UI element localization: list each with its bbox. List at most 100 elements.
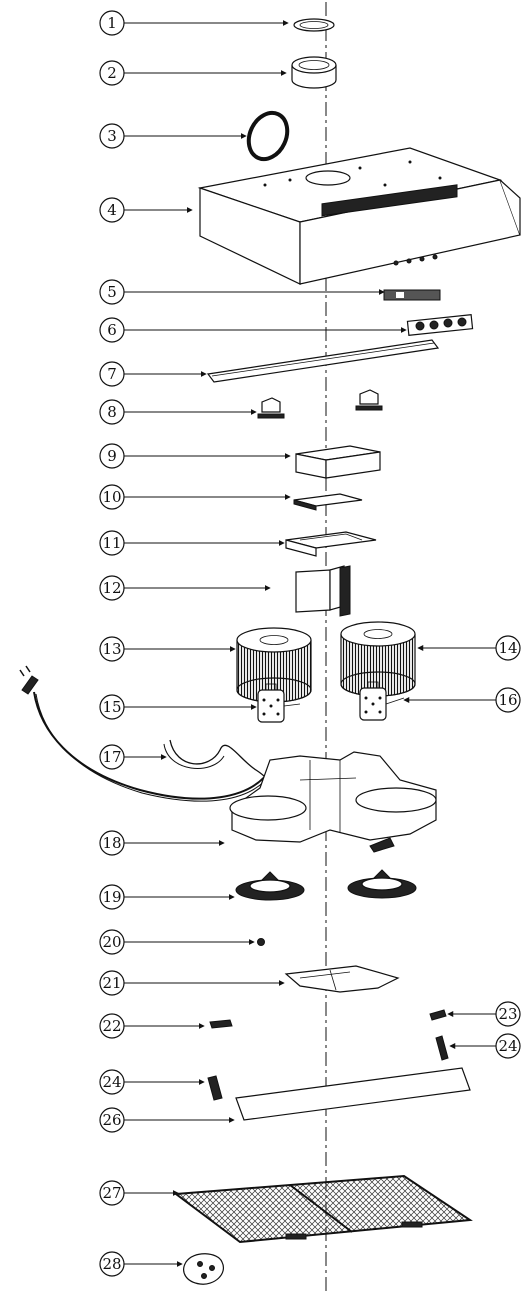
callout-7: 7 xyxy=(99,361,207,387)
callout-6: 6 xyxy=(99,317,407,343)
callout-11: 11 xyxy=(99,530,285,556)
callout-circle xyxy=(99,361,125,387)
callout-circle xyxy=(99,1069,125,1095)
callout-circle xyxy=(99,197,125,223)
callout-10: 10 xyxy=(99,484,291,510)
callout-circle xyxy=(99,830,125,856)
callout-circle xyxy=(99,10,125,36)
part-14-blower-wheel xyxy=(340,621,416,697)
callout-8: 8 xyxy=(99,399,257,425)
callout-number: 24 xyxy=(498,1037,517,1055)
callout-3: 3 xyxy=(99,123,247,149)
part-7-front-rail xyxy=(206,339,440,383)
callout-circle xyxy=(99,530,125,556)
callout-circle xyxy=(99,279,125,305)
callout-number: 28 xyxy=(102,1255,121,1273)
callout-23: 23 xyxy=(447,1001,521,1027)
callout-number: 26 xyxy=(102,1111,121,1129)
callout-number: 27 xyxy=(102,1184,121,1202)
callout-circle xyxy=(99,970,125,996)
callout-circle xyxy=(99,744,125,770)
part-28-screw-pack xyxy=(183,1253,224,1285)
callout-number: 23 xyxy=(498,1005,517,1023)
part-26-light-strip xyxy=(235,1067,471,1121)
callout-circle xyxy=(495,687,521,713)
callout-circle xyxy=(99,443,125,469)
callout-20: 20 xyxy=(99,929,255,955)
callout-number: 19 xyxy=(102,888,121,906)
callout-circle xyxy=(99,884,125,910)
part-3-gasket xyxy=(246,110,290,162)
callout-13: 13 xyxy=(99,636,236,662)
callout-circle xyxy=(99,636,125,662)
callout-circle xyxy=(99,484,125,510)
callout-number: 15 xyxy=(102,698,121,716)
callout-number: 22 xyxy=(102,1017,121,1035)
callout-15: 15 xyxy=(99,694,257,720)
part-2-collar xyxy=(291,56,337,89)
callout-number: 16 xyxy=(498,691,517,709)
callout-5: 5 xyxy=(99,279,385,305)
part-8-brackets xyxy=(257,389,383,419)
part-9-junction-box xyxy=(295,445,381,479)
part-20-screw xyxy=(257,938,265,946)
callout-number: 1 xyxy=(107,14,117,32)
callout-19: 19 xyxy=(99,884,235,910)
callout-circle xyxy=(99,575,125,601)
callout-circle xyxy=(99,694,125,720)
callout-number: 9 xyxy=(107,447,117,465)
part-6-switch-panel xyxy=(406,314,474,336)
callout-number: 3 xyxy=(107,127,117,145)
callout-circle xyxy=(99,60,125,86)
callout-number: 21 xyxy=(102,974,121,992)
callout-1: 1 xyxy=(99,10,289,36)
callout-26: 26 xyxy=(99,1107,235,1133)
part-10-cover-plate xyxy=(293,493,363,511)
callout-28: 28 xyxy=(99,1251,183,1277)
callout-number: 5 xyxy=(107,283,117,301)
part-22-clip xyxy=(209,1019,233,1029)
part-1-ring xyxy=(293,18,335,32)
callout-number: 13 xyxy=(102,640,121,658)
callout-number: 8 xyxy=(107,403,117,421)
callout-circle xyxy=(99,1013,125,1039)
part-11-tray xyxy=(285,531,377,557)
callout-number: 2 xyxy=(107,64,117,82)
callout-circle xyxy=(99,399,125,425)
callout-circle xyxy=(99,1251,125,1277)
part-27-grease-filter xyxy=(173,1174,473,1244)
callout-16: 16 xyxy=(403,687,521,713)
callout-number: 20 xyxy=(102,933,121,951)
callout-circle xyxy=(99,1180,125,1206)
callout-number: 12 xyxy=(102,579,121,597)
part-24-right-clip xyxy=(435,1035,449,1061)
part-16-motor xyxy=(359,681,405,721)
part-5-control-board xyxy=(383,289,441,301)
callout-number: 11 xyxy=(102,534,121,552)
callout-circle xyxy=(495,635,521,661)
callout-25: 24 xyxy=(99,1069,205,1095)
part-15-motor xyxy=(257,683,301,723)
callout-number: 7 xyxy=(107,365,117,383)
callout-24: 24 xyxy=(449,1033,521,1059)
callout-circle xyxy=(99,929,125,955)
part-24-left-clip xyxy=(207,1075,223,1101)
callout-number: 18 xyxy=(102,834,121,852)
callout-number: 4 xyxy=(107,201,117,219)
callout-17: 17 xyxy=(99,744,167,770)
callout-number: 14 xyxy=(498,639,517,657)
callout-14: 14 xyxy=(417,635,521,661)
callout-number: 24 xyxy=(102,1073,121,1091)
part-21-bracket-plate xyxy=(284,965,400,993)
callout-circle xyxy=(99,123,125,149)
callout-circle xyxy=(99,317,125,343)
callout-2: 2 xyxy=(99,60,287,86)
callout-9: 9 xyxy=(99,443,291,469)
callout-number: 10 xyxy=(102,488,121,506)
callout-22: 22 xyxy=(99,1013,205,1039)
callout-circle xyxy=(99,1107,125,1133)
callout-21: 21 xyxy=(99,970,285,996)
part-12-baffle xyxy=(295,565,351,617)
